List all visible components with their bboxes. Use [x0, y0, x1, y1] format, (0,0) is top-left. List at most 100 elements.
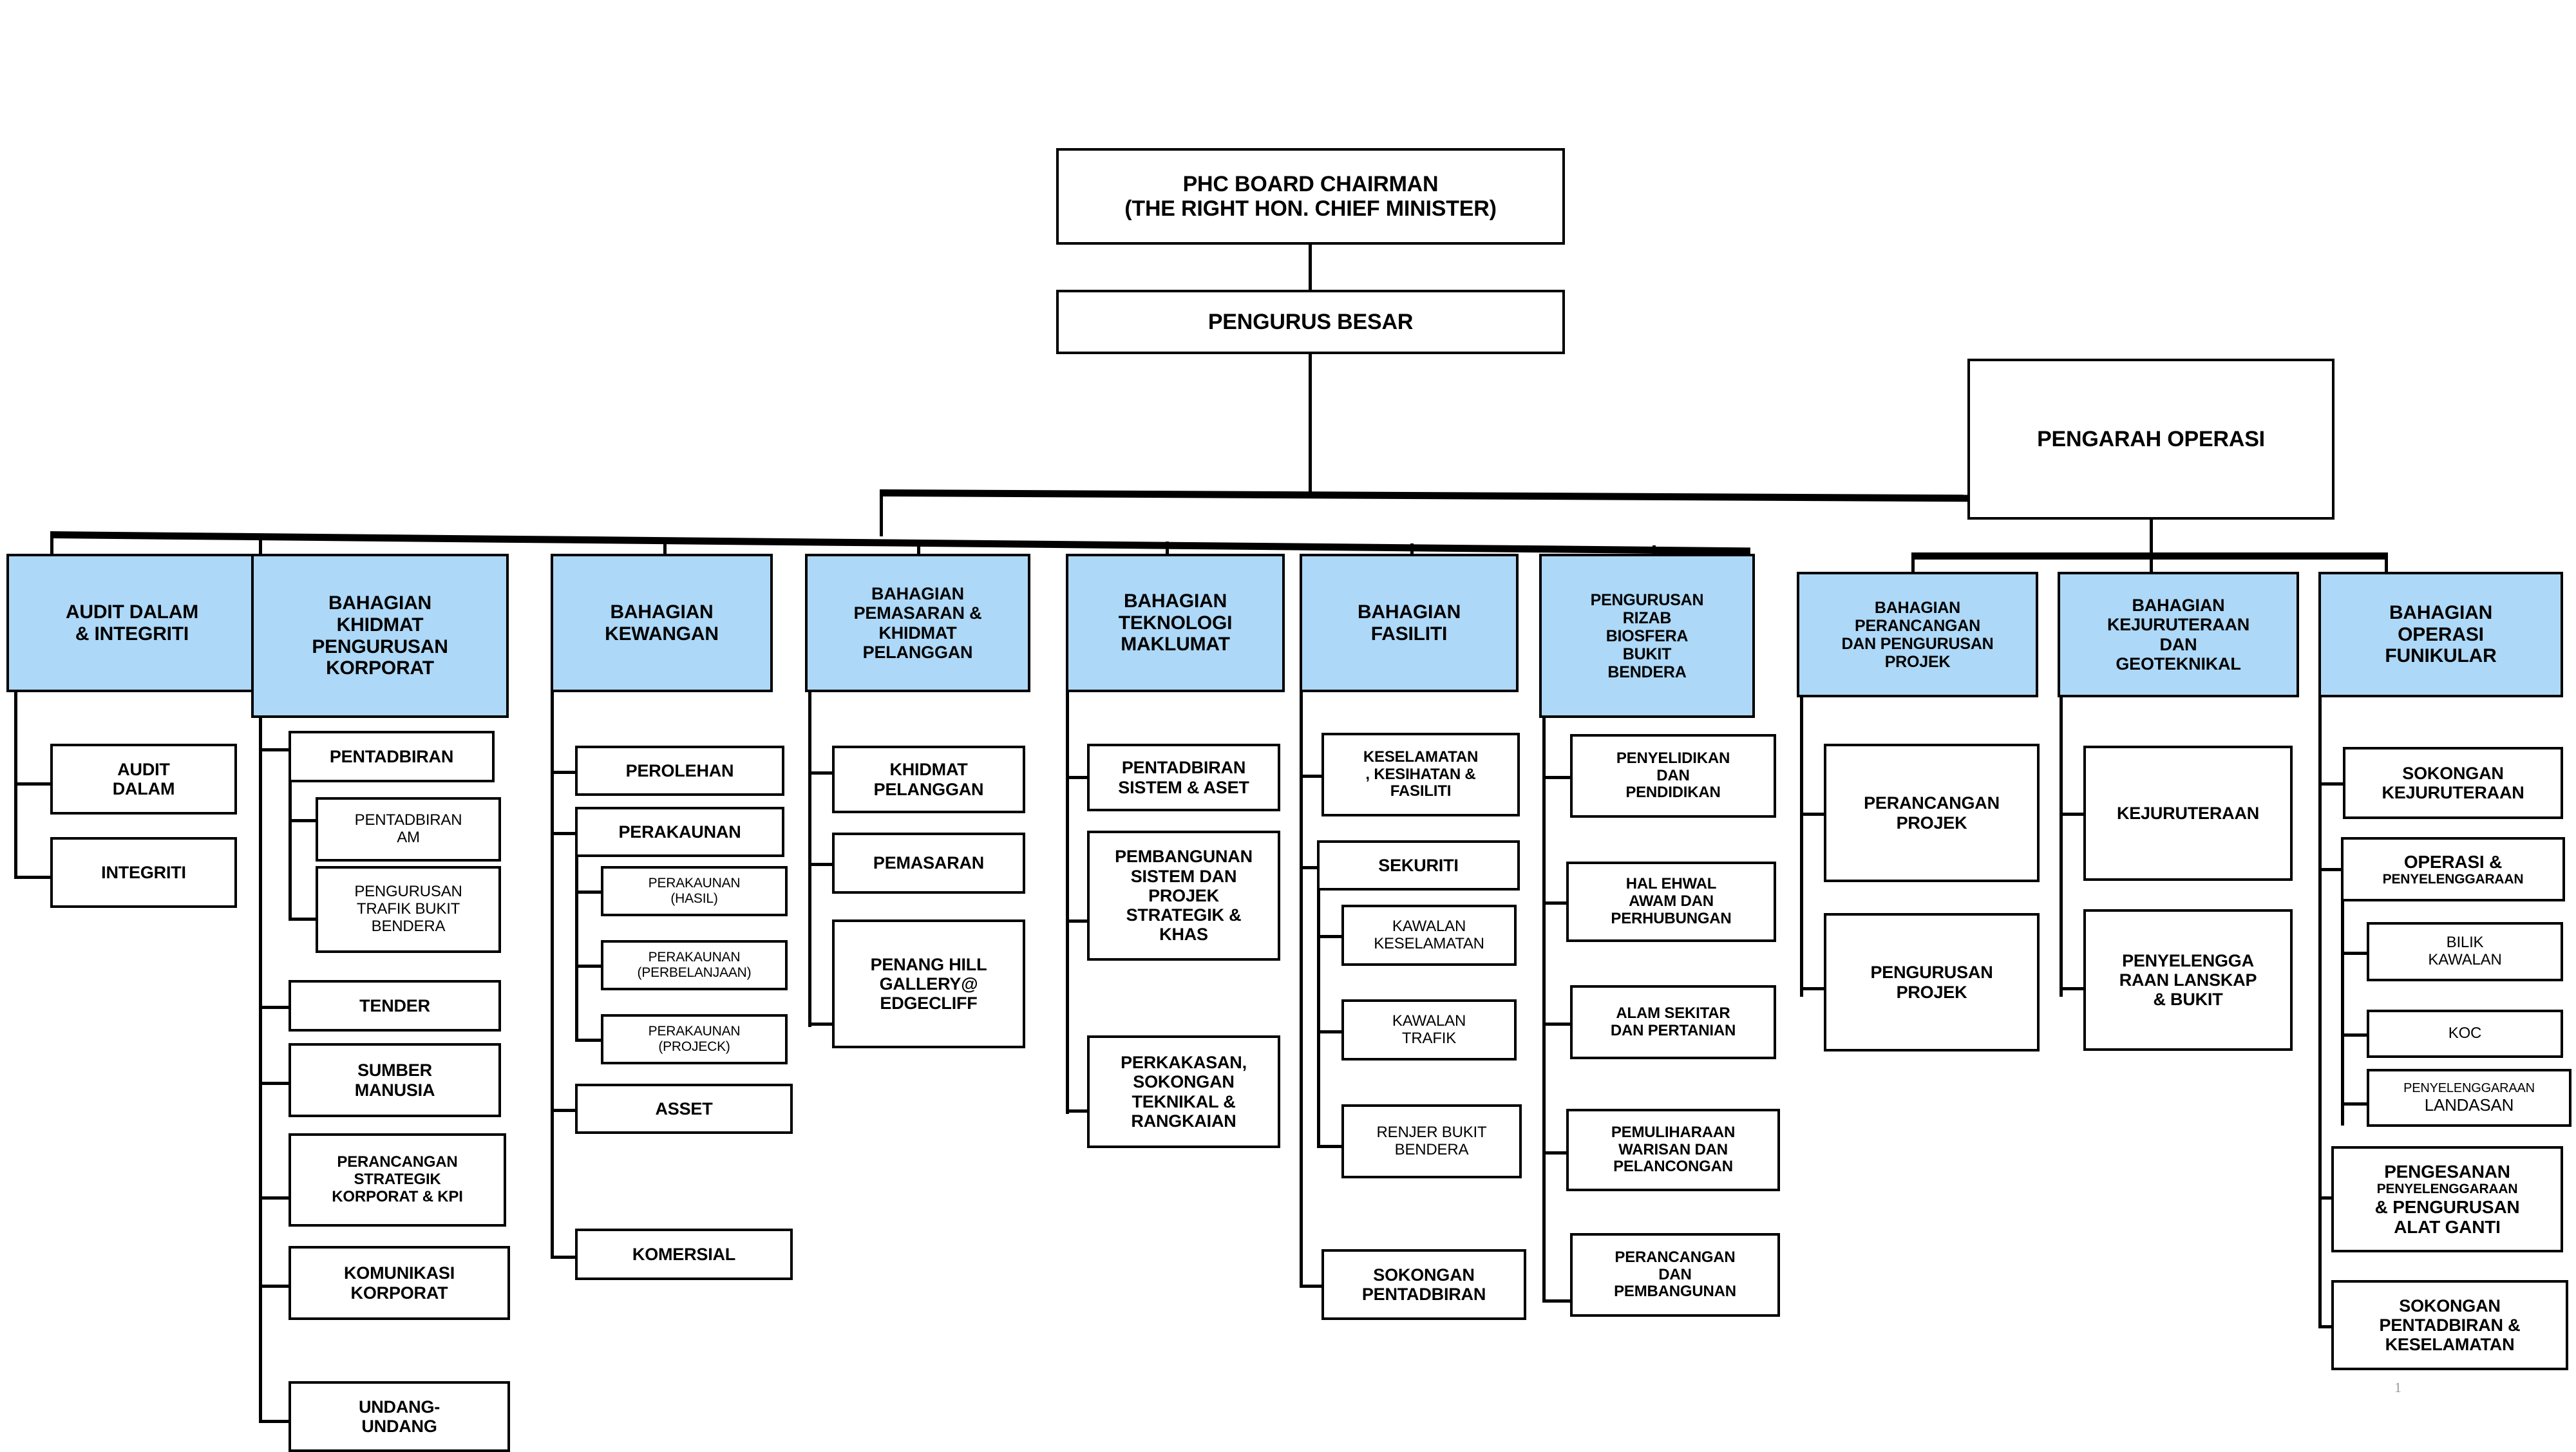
stub-operasi-1: [2341, 952, 2371, 955]
stub-perakaunan-2: [575, 965, 605, 968]
node-tender[interactable]: TENDER: [289, 980, 501, 1032]
drop-kejuruteraan: [2150, 552, 2153, 572]
operations-director-label: PENGARAH OPERASI: [2037, 426, 2265, 451]
stub-kewangan-3: [551, 1109, 578, 1112]
node-perakaunan-projeck[interactable]: PERAKAUNAN (PROJECK): [601, 1014, 788, 1064]
node-operations-director: PENGARAH OPERASI: [1967, 359, 2334, 520]
node-renjer-bukit-bendera[interactable]: RENJER BUKIT BENDERA: [1341, 1104, 1522, 1178]
landasan-line-2: LANDASAN: [2424, 1095, 2514, 1115]
node-pemasaran[interactable]: PEMASARAN: [832, 833, 1025, 894]
node-koc[interactable]: KOC: [2367, 1010, 2563, 1058]
operasi-line-2: PENYELENGGARAAN: [2382, 871, 2524, 887]
node-komersial[interactable]: KOMERSIAL: [575, 1229, 793, 1280]
node-operasi-penyelenggaraan[interactable]: OPERASI & PENYELENGGARAAN: [2341, 837, 2565, 901]
stub-perakaunan-3: [575, 1039, 605, 1042]
node-sokongan-pentadbiran-keselamatan[interactable]: SOKONGAN PENTADBIRAN & KESELAMATAN: [2331, 1280, 2568, 1370]
spine-operasi: [2341, 901, 2344, 1126]
pengesanan-line-1: PENGESANAN: [2384, 1161, 2510, 1182]
dept-pemasaran-khidmat-pelanggan[interactable]: BAHAGIAN PEMASARAN & KHIDMAT PELANGGAN: [805, 554, 1030, 692]
node-penyelenggaraan-landasan[interactable]: PENYELENGGARAAN LANDASAN: [2367, 1069, 2571, 1127]
dept-audit-dalam-integriti[interactable]: AUDIT DALAM & INTEGRITI: [6, 554, 258, 692]
stub-operasi-2: [2341, 1033, 2371, 1037]
node-perancangan-projek[interactable]: PERANCANGAN PROJEK: [1824, 744, 2040, 882]
node-keselamatan-kesihatan-fasiliti[interactable]: KESELAMATAN , KESIHATAN & FASILITI: [1321, 733, 1520, 816]
node-perolehan[interactable]: PEROLEHAN: [575, 746, 784, 796]
chairman-line-2: (THE RIGHT HON. CHIEF MINISTER): [1124, 196, 1497, 221]
node-pentadbiran[interactable]: PENTADBIRAN: [289, 731, 495, 782]
node-komunikasi-korporat[interactable]: KOMUNIKASI KORPORAT: [289, 1246, 510, 1320]
spine-kejuruteraan: [2060, 697, 2063, 997]
stub-biosfera-3: [1542, 1023, 1573, 1026]
node-perkakasan-sokongan-teknikal-rangkaian[interactable]: PERKAKASAN, SOKONGAN TEKNIKAL & RANGKAIA…: [1087, 1035, 1280, 1148]
node-penyelidikan-pendidikan[interactable]: PENYELIDIKAN DAN PENDIDIKAN: [1570, 734, 1776, 818]
stub-pentadbiran-1: [289, 819, 319, 822]
node-perancangan-strategik-korporat-kpi[interactable]: PERANCANGAN STRATEGIK KORPORAT & KPI: [289, 1133, 506, 1227]
spine-pemasaran: [808, 692, 811, 1027]
node-pemuliharaan-warisan-pelancongan[interactable]: PEMULIHARAAN WARISAN DAN PELANCONGAN: [1566, 1109, 1780, 1191]
stub-fasiliti-3: [1300, 1285, 1325, 1288]
dept-kewangan[interactable]: BAHAGIAN KEWANGAN: [551, 554, 773, 692]
stub-korporat-2: [259, 1006, 291, 1009]
node-sokongan-kejuruteraan[interactable]: SOKONGAN KEJURUTERAAN: [2343, 747, 2563, 819]
spine-projek: [1800, 697, 1803, 997]
node-khidmat-pelanggan[interactable]: KHIDMAT PELANGGAN: [832, 746, 1025, 813]
pengesanan-line-3: & PENGURUSAN: [2374, 1196, 2520, 1217]
node-alam-sekitar-pertanian[interactable]: ALAM SEKITAR DAN PERTANIAN: [1570, 985, 1776, 1059]
node-pengesanan-penyelenggaraan-pengurusan-alat-ganti[interactable]: PENGESANAN PENYELENGGARAAN & PENGURUSAN …: [2331, 1146, 2563, 1252]
dept-pengurusan-rizab-biosfera-bukit-bendera[interactable]: PENGURUSAN RIZAB BIOSFERA BUKIT BENDERA: [1539, 554, 1755, 718]
stub-perakaunan-1: [575, 891, 605, 894]
node-sokongan-pentadbiran-fasiliti[interactable]: SOKONGAN PENTADBIRAN: [1321, 1249, 1526, 1320]
dept-perancangan-pengurusan-projek[interactable]: BAHAGIAN PERANCANGAN DAN PENGURUSAN PROJ…: [1797, 572, 2038, 697]
node-pengurusan-projek[interactable]: PENGURUSAN PROJEK: [1824, 913, 2040, 1051]
node-perakaunan-perbelanjaan[interactable]: PERAKAUNAN (PERBELANJAAN): [601, 940, 788, 990]
node-perakaunan[interactable]: PERAKAUNAN: [575, 807, 784, 857]
node-pentadbiran-am[interactable]: PENTADBIRAN AM: [316, 797, 501, 862]
dept-operasi-funikular[interactable]: BAHAGIAN OPERASI FUNIKULAR: [2318, 572, 2563, 697]
spine-funikular: [2318, 697, 2322, 1328]
general-manager-label: PENGURUS BESAR: [1208, 309, 1414, 334]
node-audit-dalam[interactable]: AUDIT DALAM: [50, 744, 237, 815]
stub-projek-2: [1800, 987, 1828, 990]
drop-korporat: [259, 536, 262, 565]
node-penang-hill-gallery-edgecliff[interactable]: PENANG HILL GALLERY@ EDGECLIFF: [832, 919, 1025, 1048]
node-penyelenggaraan-lanskap-bukit[interactable]: PENYELENGGA RAAN LANSKAP & BUKIT: [2083, 909, 2293, 1051]
node-kawalan-trafik[interactable]: KAWALAN TRAFIK: [1341, 999, 1517, 1061]
node-sumber-manusia[interactable]: SUMBER MANUSIA: [289, 1043, 501, 1117]
dept-audit-title: AUDIT DALAM & INTEGRITI: [65, 601, 199, 645]
spine-kewangan: [551, 692, 554, 1259]
stub-korporat-5: [259, 1285, 291, 1288]
node-pembangunan-sistem-projek-strategik[interactable]: PEMBANGUNAN SISTEM DAN PROJEK STRATEGIK …: [1087, 831, 1280, 961]
spine-audit: [14, 692, 17, 879]
stub-kejuruteraan-1: [2060, 813, 2088, 816]
stub-operasi-3: [2341, 1102, 2371, 1106]
dept-kejuruteraan-geoteknikal[interactable]: BAHAGIAN KEJURUTERAAN DAN GEOTEKNIKAL: [2058, 572, 2299, 697]
stub-teknologi-2: [1066, 919, 1090, 923]
dept-khidmat-pengurusan-korporat[interactable]: BAHAGIAN KHIDMAT PENGURUSAN KORPORAT: [251, 554, 509, 718]
node-perakaunan-hasil[interactable]: PERAKAUNAN (HASIL): [601, 866, 788, 916]
stub-funikular-2: [2318, 868, 2345, 871]
dept-kewangan-title: BAHAGIAN KEWANGAN: [605, 601, 719, 645]
node-bilik-kawalan[interactable]: BILIK KAWALAN: [2367, 922, 2563, 981]
dept-teknologi-maklumat[interactable]: BAHAGIAN TEKNOLOGI MAKLUMAT: [1066, 554, 1285, 692]
node-chairman: PHC BOARD CHAIRMAN (THE RIGHT HON. CHIEF…: [1056, 148, 1565, 245]
dept-fasiliti[interactable]: BAHAGIAN FASILITI: [1300, 554, 1519, 692]
node-kejuruteraan[interactable]: KEJURUTERAAN: [2083, 746, 2293, 881]
node-hal-ehwal-awam-perhubungan[interactable]: HAL EHWAL AWAM DAN PERHUBUNGAN: [1566, 862, 1776, 942]
spine-pentadbiran: [289, 782, 292, 921]
spine-korporat: [259, 718, 262, 1423]
connector-gm-trunk: [1309, 354, 1312, 493]
spine-sekuriti: [1317, 891, 1320, 1148]
node-pengurusan-trafik-bukit-bendera[interactable]: PENGURUSAN TRAFIK BUKIT BENDERA: [316, 866, 501, 953]
connector-chairman-to-gm: [1309, 245, 1312, 290]
stub-korporat-4: [259, 1196, 291, 1200]
node-integriti[interactable]: INTEGRITI: [50, 837, 237, 908]
stub-audit-2: [14, 876, 53, 879]
stub-kewangan-2: [551, 832, 578, 835]
node-undang-undang[interactable]: UNDANG- UNDANG: [289, 1381, 510, 1452]
node-asset[interactable]: ASSET: [575, 1084, 793, 1134]
node-kawalan-keselamatan[interactable]: KAWALAN KESELAMATAN: [1341, 905, 1517, 966]
spine-teknologi: [1066, 692, 1069, 1114]
node-sekuriti[interactable]: SEKURITI: [1317, 840, 1520, 891]
node-pentadbiran-sistem-aset[interactable]: PENTADBIRAN SISTEM & ASET: [1087, 744, 1280, 811]
node-perancangan-pembangunan[interactable]: PERANCANGAN DAN PEMBANGUNAN: [1570, 1233, 1780, 1317]
